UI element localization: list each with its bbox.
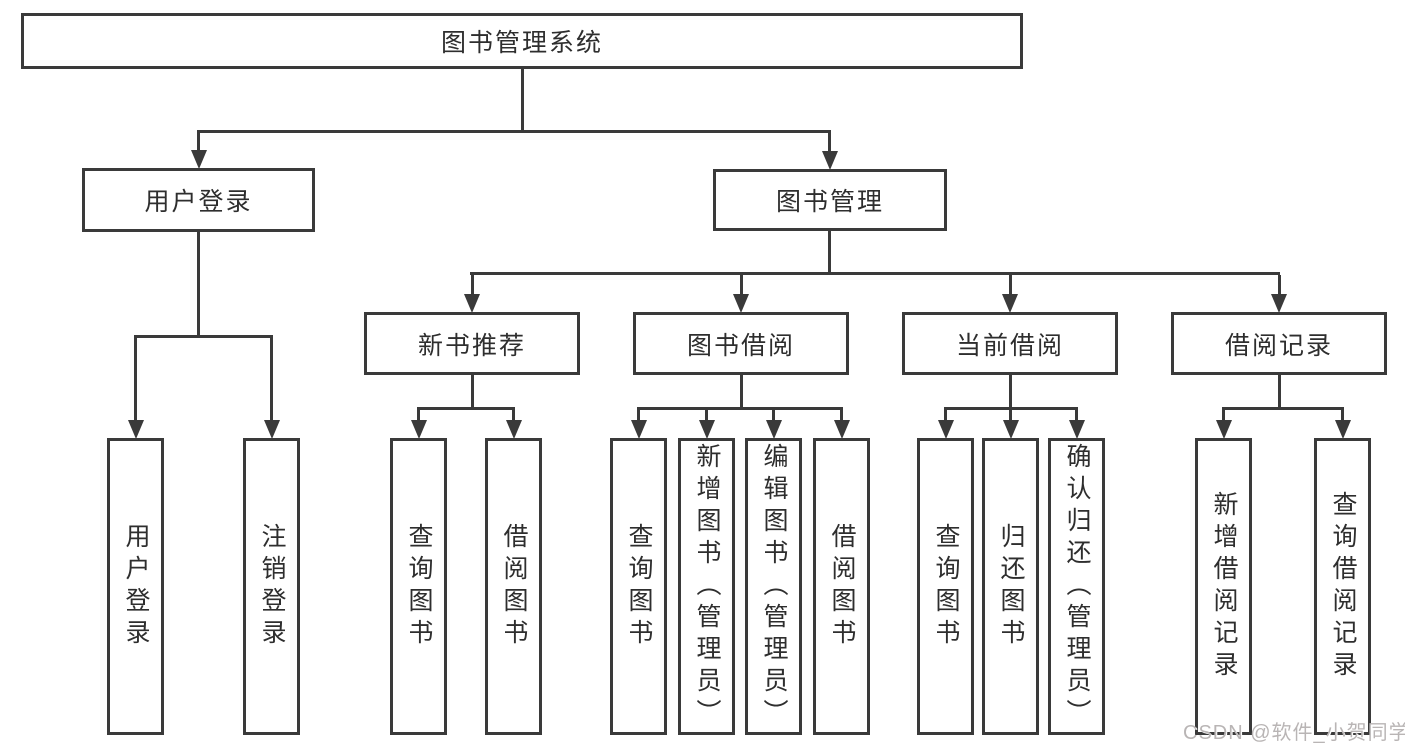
node-library-system-label: 图书管理系统: [440, 29, 603, 57]
arrowhead-leaf: [698, 420, 715, 439]
connector-borrow-records-hline: [1222, 407, 1344, 410]
leaf-borrow-books-1: 借阅图书: [485, 438, 542, 735]
arrowhead-new-books: [464, 294, 480, 313]
leaf-add-borrow-record: 新增借阅记录: [1195, 438, 1252, 735]
leaf-edit-books-admin-label: 编辑图书（管理员）: [760, 442, 788, 731]
connector-leaf: [705, 410, 708, 422]
node-user-login-label: 用户登录: [144, 188, 253, 216]
leaf-edit-books-admin: 编辑图书（管理员）: [745, 438, 802, 735]
arrowhead-leaf: [1215, 420, 1232, 439]
leaf-query-books-3: 查询图书: [917, 438, 974, 735]
leaf-logout-label: 注销登录: [258, 522, 286, 651]
leaf-query-books-1: 查询图书: [390, 438, 447, 735]
connector-to-leaf-login: [134, 338, 137, 422]
leaf-borrow-books-1-label: 借阅图书: [500, 522, 528, 651]
connector-root-stub: [520, 69, 524, 130]
leaf-borrow-books-2-label: 借阅图书: [828, 522, 856, 651]
node-new-books-label: 新书推荐: [417, 331, 526, 360]
arrowhead-book-mgmt: [821, 151, 838, 170]
connector-to-current-borrow: [1008, 275, 1012, 296]
leaf-query-books-2: 查询图书: [610, 438, 667, 735]
connector-leaf: [1222, 410, 1225, 422]
leaf-user-login: 用户登录: [107, 438, 164, 735]
connector-current-borrow-hline: [944, 407, 1078, 410]
connector-leaf: [512, 410, 515, 422]
node-current-borrow: 当前借阅: [902, 312, 1118, 375]
arrowhead-leaf-login: [127, 420, 144, 439]
node-book-mgmt-label: 图书管理: [775, 188, 884, 216]
node-user-login: 用户登录: [82, 168, 315, 232]
connector-new-books-hline: [417, 407, 515, 410]
connector-leaf: [840, 410, 843, 422]
node-book-borrow: 图书借阅: [633, 312, 849, 375]
leaf-query-borrow-record: 查询借阅记录: [1314, 438, 1371, 735]
arrowhead-leaf: [410, 420, 427, 439]
arrowhead-leaf: [1068, 420, 1085, 439]
connector-new-books-stub: [470, 375, 474, 407]
leaf-add-borrow-record-label: 新增借阅记录: [1210, 490, 1238, 683]
arrowhead-leaf-logout: [263, 420, 280, 439]
connector-leaf: [772, 410, 775, 422]
node-book-mgmt: 图书管理: [713, 169, 947, 231]
leaf-user-login-label: 用户登录: [122, 522, 150, 651]
leaf-return-books-label: 归还图书: [997, 522, 1025, 651]
leaf-confirm-return-admin: 确认归还（管理员）: [1048, 438, 1105, 735]
arrowhead-user-login: [190, 150, 207, 169]
connector-leaf: [637, 410, 640, 422]
arrowhead-leaf: [937, 420, 954, 439]
leaf-query-books-1-label: 查询图书: [405, 522, 433, 651]
connector-to-book-borrow: [739, 275, 743, 296]
leaf-confirm-return-admin-label: 确认归还（管理员）: [1063, 442, 1091, 731]
connector-book-borrow-stub: [739, 375, 743, 407]
arrowhead-borrow-records: [1271, 294, 1287, 313]
connector-book-borrow-hline: [637, 407, 843, 410]
connector-to-new-books: [470, 275, 474, 296]
arrowhead-leaf: [1334, 420, 1351, 439]
arrowhead-leaf: [833, 420, 850, 439]
leaf-query-borrow-record-label: 查询借阅记录: [1329, 490, 1357, 683]
node-current-borrow-label: 当前借阅: [955, 331, 1064, 360]
connector-leaf: [944, 410, 947, 422]
leaf-logout: 注销登录: [243, 438, 300, 735]
connector-user-stub: [197, 232, 200, 335]
arrowhead-leaf: [630, 420, 647, 439]
arrowhead-leaf: [1002, 420, 1019, 439]
leaf-borrow-books-2: 借阅图书: [813, 438, 870, 735]
connector-leaf: [417, 410, 420, 422]
connector-to-leaf-logout: [270, 338, 273, 422]
node-borrow-records: 借阅记录: [1171, 312, 1387, 375]
arrowhead-leaf: [765, 420, 782, 439]
connector-to-user-login: [197, 133, 200, 152]
connector-root-hline: [197, 130, 831, 133]
node-borrow-records-label: 借阅记录: [1224, 331, 1333, 360]
connector-book-hline: [470, 272, 1280, 275]
connector-book-stub: [828, 231, 831, 272]
connector-to-book-mgmt: [828, 133, 831, 153]
connector-borrow-records-stub: [1277, 375, 1281, 407]
leaf-return-books: 归还图书: [982, 438, 1039, 735]
arrowhead-current-borrow: [1002, 294, 1018, 313]
connector-leaf: [1009, 410, 1012, 422]
connector-leaf: [1341, 410, 1344, 422]
connector-user-hline: [134, 335, 273, 338]
leaf-add-books-admin-label: 新增图书（管理员）: [693, 442, 721, 731]
node-new-books: 新书推荐: [364, 312, 580, 375]
connector-current-borrow-stub: [1008, 375, 1012, 407]
arrowhead-leaf: [505, 420, 522, 439]
node-library-system: 图书管理系统: [21, 13, 1023, 69]
csdn-watermark: CSDN @软件_小贺同学: [1183, 722, 1405, 744]
arrowhead-book-borrow: [733, 294, 749, 313]
leaf-query-books-2-label: 查询图书: [625, 522, 653, 651]
connector-to-borrow-records: [1277, 275, 1281, 296]
node-book-borrow-label: 图书借阅: [686, 331, 795, 360]
connector-leaf: [1075, 410, 1078, 422]
leaf-query-books-3-label: 查询图书: [932, 522, 960, 651]
leaf-add-books-admin: 新增图书（管理员）: [678, 438, 735, 735]
